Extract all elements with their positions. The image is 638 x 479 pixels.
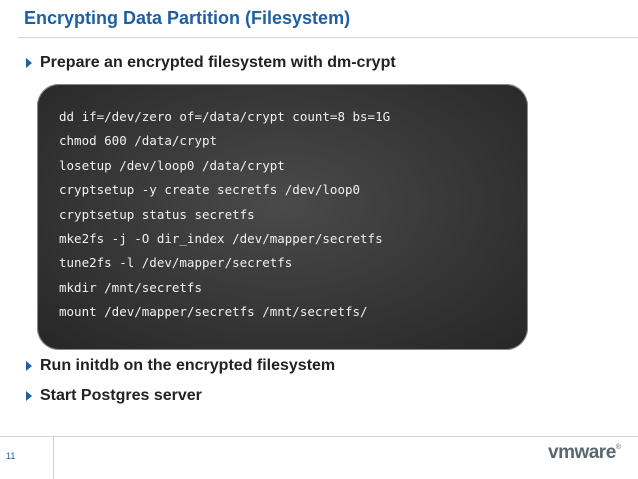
footer-divider bbox=[0, 436, 638, 437]
vmware-logo: vmware® bbox=[548, 442, 621, 464]
bullet-text: Prepare an encrypted filesystem with dm-… bbox=[40, 54, 396, 71]
triangle-bullet-icon bbox=[26, 361, 32, 371]
code-block: dd if=/dev/zero of=/data/crypt count=8 b… bbox=[37, 84, 528, 350]
triangle-bullet-icon bbox=[26, 391, 32, 401]
code-line: mke2fs -j -O dir_index /dev/mapper/secre… bbox=[59, 230, 383, 246]
triangle-bullet-icon bbox=[26, 58, 32, 68]
bullet-text: Start Postgres server bbox=[40, 387, 202, 404]
code-line: losetup /dev/loop0 /data/crypt bbox=[59, 157, 285, 173]
bullet-item: Start Postgres server bbox=[26, 387, 202, 405]
code-line: cryptsetup -y create secretfs /dev/loop0 bbox=[59, 182, 361, 198]
title-divider bbox=[18, 37, 638, 38]
code-line: mount /dev/mapper/secretfs /mnt/secretfs… bbox=[59, 304, 368, 320]
code-line: chmod 600 /data/crypt bbox=[59, 133, 218, 149]
page-number: 11 bbox=[6, 451, 16, 461]
registered-mark: ® bbox=[615, 444, 621, 451]
code-line: tune2fs -l /dev/mapper/secretfs bbox=[59, 255, 293, 271]
logo-text: vmware bbox=[548, 442, 616, 463]
bullet-item: Run initdb on the encrypted filesystem bbox=[26, 357, 335, 375]
slide-title: Encrypting Data Partition (Filesystem) bbox=[24, 8, 351, 28]
code-line: mkdir /mnt/secretfs bbox=[59, 279, 202, 295]
code-line: cryptsetup status secretfs bbox=[59, 206, 255, 222]
footer-vertical-divider bbox=[53, 437, 54, 479]
bullet-item: Prepare an encrypted filesystem with dm-… bbox=[26, 54, 396, 72]
bullet-text: Run initdb on the encrypted filesystem bbox=[40, 357, 336, 374]
code-line: dd if=/dev/zero of=/data/crypt count=8 b… bbox=[59, 109, 391, 124]
